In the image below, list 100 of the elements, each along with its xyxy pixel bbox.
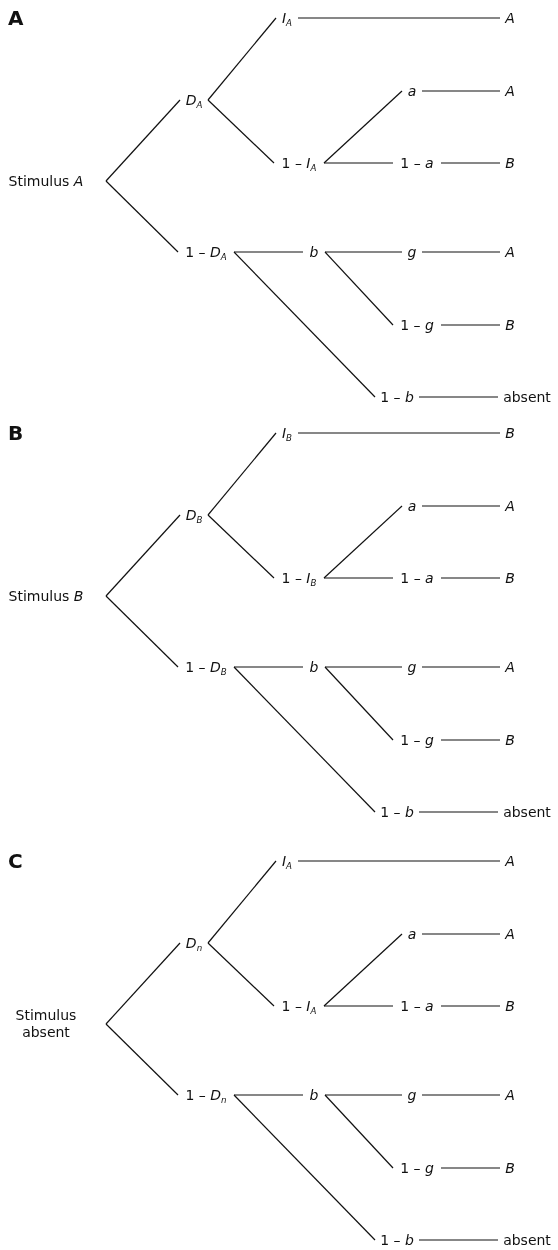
branch-label: A: [500, 243, 520, 261]
branch-label: A: [500, 852, 520, 870]
tree-branch-line: [207, 860, 277, 944]
tree-branch-line: [323, 505, 403, 579]
branch-label: absent: [498, 1231, 556, 1249]
branch-label: a: [402, 497, 422, 515]
tree-branch-line: [105, 180, 179, 253]
panel-letter: C: [8, 849, 23, 873]
tree-branch-line: [418, 811, 499, 813]
branch-label: 1 – a: [393, 569, 441, 587]
tree-branch-line: [440, 162, 501, 164]
tree-branch-line: [324, 1094, 403, 1096]
tree-branch-line: [324, 251, 394, 326]
branch-label: 1 – I$_{A}$: [274, 997, 324, 1015]
branch-label: B: [500, 154, 520, 172]
tree-branch-line: [323, 1005, 394, 1007]
branch-label: b: [303, 658, 325, 676]
branch-label: 1 – D$_{A}$: [178, 243, 234, 261]
branch-label: 1 – a: [393, 997, 441, 1015]
tree-branch-line: [233, 1094, 304, 1096]
tree-branch-line: [440, 324, 501, 326]
tree-branch-line: [207, 99, 275, 164]
tree-branch-line: [418, 396, 499, 398]
tree-branch-line: [421, 251, 501, 253]
branch-label: B: [500, 569, 520, 587]
tree-branch-line: [440, 577, 501, 579]
tree-branch-line: [207, 17, 277, 101]
tree-branch-line: [421, 505, 501, 507]
tree-branch-line: [297, 432, 501, 434]
tree-branch-line: [233, 666, 376, 813]
tree-branch-line: [323, 90, 403, 164]
stimulus-label: Stimulus absent: [0, 1007, 106, 1041]
branch-label: g: [402, 658, 422, 676]
branch-label: b: [303, 243, 325, 261]
tree-branch-line: [323, 933, 403, 1007]
tree-branch-line: [297, 17, 501, 19]
branch-label: absent: [498, 388, 556, 406]
tree-branch-line: [421, 933, 501, 935]
branch-label: I$_{B}$: [276, 424, 298, 442]
tree-branch-line: [421, 666, 501, 668]
tree-branch-line: [440, 1167, 501, 1169]
branch-label: A: [500, 9, 520, 27]
tree-branch-line: [323, 162, 394, 164]
branch-label: 1 – b: [375, 388, 419, 406]
branch-label: B: [500, 1159, 520, 1177]
branch-label: B: [500, 424, 520, 442]
branch-label: 1 – a: [393, 154, 441, 172]
tree-branch-line: [440, 739, 501, 741]
panel-letter: B: [8, 421, 24, 445]
branch-label: A: [500, 1086, 520, 1104]
branch-label: A: [500, 82, 520, 100]
branch-label: 1 – g: [393, 731, 441, 749]
branch-label: I$_{A}$: [276, 852, 298, 870]
tree-branch-line: [233, 1094, 376, 1241]
tree-branch-line: [324, 1094, 394, 1169]
branch-label: B: [500, 997, 520, 1015]
branch-label: a: [402, 925, 422, 943]
tree-branch-line: [440, 1005, 501, 1007]
branch-label: 1 – D$_{n}$: [178, 1086, 234, 1104]
tree-branch-line: [297, 860, 501, 862]
branch-label: absent: [498, 803, 556, 821]
panel-letter: A: [8, 6, 24, 30]
tree-branch-line: [105, 1023, 179, 1096]
tree-branch-line: [233, 666, 304, 668]
tree-branch-line: [418, 1239, 499, 1241]
branch-label: 1 – g: [393, 316, 441, 334]
branch-label: 1 – g: [393, 1159, 441, 1177]
tree-branch-line: [233, 251, 376, 398]
tree-branch-line: [105, 99, 181, 182]
branch-label: 1 – I$_{B}$: [274, 569, 324, 587]
tree-branch-line: [207, 514, 275, 579]
branch-label: 1 – D$_{B}$: [178, 658, 234, 676]
branch-label: g: [402, 1086, 422, 1104]
branch-label: B: [500, 316, 520, 334]
tree-branch-line: [324, 666, 403, 668]
branch-label: a: [402, 82, 422, 100]
tree-branch-line: [324, 666, 394, 741]
branch-label: 1 – I$_{A}$: [274, 154, 324, 172]
branch-label: 1 – b: [375, 803, 419, 821]
branch-label: B: [500, 731, 520, 749]
branch-label: I$_{A}$: [276, 9, 298, 27]
branch-label: g: [402, 243, 422, 261]
branch-label: b: [303, 1086, 325, 1104]
branch-label: D$_{A}$: [180, 91, 208, 109]
branch-label: D$_{n}$: [180, 934, 208, 952]
tree-branch-line: [233, 251, 304, 253]
stimulus-label: Stimulus B: [0, 587, 106, 605]
tree-branch-line: [207, 432, 277, 516]
tree-branch-line: [207, 942, 275, 1007]
stimulus-label: Stimulus A: [0, 172, 106, 190]
tree-branch-line: [421, 1094, 501, 1096]
tree-branch-line: [324, 251, 403, 253]
branch-label: A: [500, 497, 520, 515]
tree-branch-line: [421, 90, 501, 92]
branch-label: 1 – b: [375, 1231, 419, 1249]
tree-branch-line: [323, 577, 394, 579]
branch-label: A: [500, 658, 520, 676]
branch-label: D$_{B}$: [180, 506, 208, 524]
branch-label: A: [500, 925, 520, 943]
tree-branch-line: [105, 942, 181, 1025]
